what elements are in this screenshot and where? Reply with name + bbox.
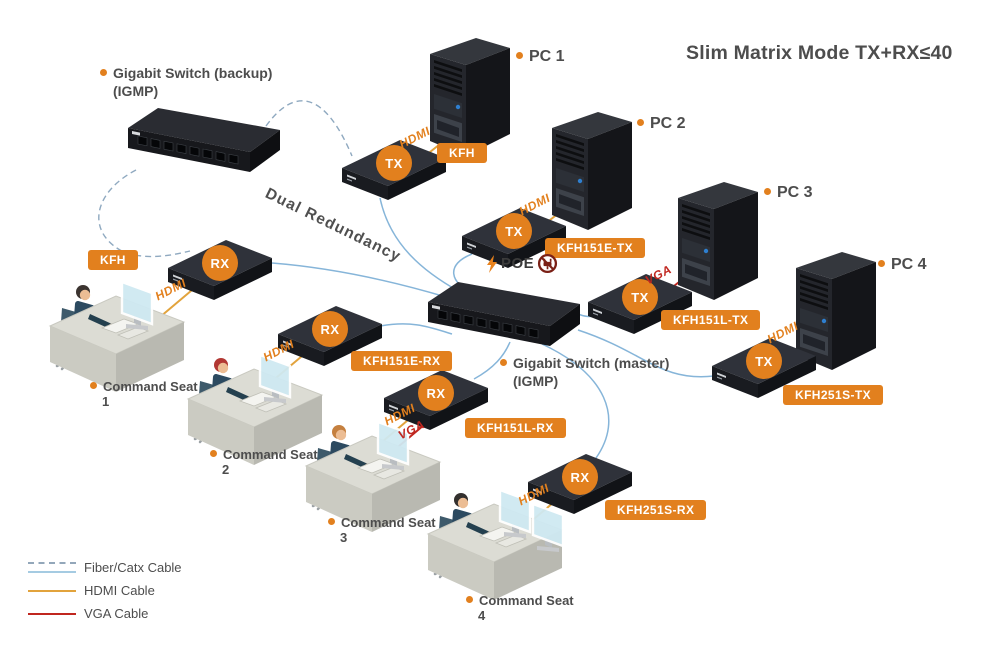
tx3-circle: TX xyxy=(622,279,658,315)
hdmi-cable-swatch xyxy=(28,589,76,592)
bullet-icon xyxy=(466,596,473,603)
bullet-icon xyxy=(878,260,885,267)
backup-switch-device xyxy=(127,107,281,173)
legend-item-vga: VGA Cable xyxy=(28,606,182,621)
bullet-icon xyxy=(328,518,335,525)
pc4-tower xyxy=(796,252,876,370)
bullet-icon xyxy=(210,450,217,457)
cable-catx-master-rx4 xyxy=(541,343,610,459)
diagram-title: Slim Matrix Mode TX+RX≤40 xyxy=(686,42,953,64)
rx1-circle: RX xyxy=(202,245,238,281)
tx4-circle: TX xyxy=(746,343,782,379)
poe-label: POE xyxy=(501,255,535,272)
bullet-icon xyxy=(516,52,523,59)
pc1-tower xyxy=(430,38,510,156)
tx1-circle: TX xyxy=(376,145,412,181)
bullet-icon xyxy=(90,382,97,389)
rx4-model-badge: KFH251S-RX xyxy=(605,500,707,520)
cable-catx-rx1-master xyxy=(271,262,447,298)
rx3-circle: RX xyxy=(418,375,454,411)
seat1-label: Command Seat 1 xyxy=(90,379,198,409)
master-switch-device xyxy=(427,281,581,347)
cable-fiber-backup-to-tx1 xyxy=(265,100,353,157)
bullet-icon xyxy=(764,188,771,195)
pc1-label: PC 1 xyxy=(516,48,565,66)
rx4-circle: RX xyxy=(562,459,598,495)
no-power-adapter-icon xyxy=(538,253,558,274)
pc3-tower xyxy=(678,182,758,300)
fiber-cable-swatch xyxy=(28,562,76,573)
tx4-model-badge: KFH251S-TX xyxy=(783,385,884,405)
rx2-model-badge: KFH151E-RX xyxy=(351,351,453,371)
seat4-label: Command Seat 4 xyxy=(466,593,574,623)
poe-annotation: POE xyxy=(486,253,558,274)
bullet-icon xyxy=(500,359,507,366)
bullet-icon xyxy=(637,119,644,126)
legend-item-hdmi: HDMI Cable xyxy=(28,583,182,598)
bullet-icon xyxy=(100,69,107,76)
tx1-model-badge: KFH xyxy=(437,143,487,163)
rx2-circle: RX xyxy=(312,311,348,347)
lightning-icon xyxy=(487,254,497,273)
pc3-label: PC 3 xyxy=(764,184,813,202)
pc2-tower xyxy=(552,112,632,230)
master-switch-label: Gigabit Switch (master) (IGMP) xyxy=(500,354,669,390)
cable-catx-tx1-master xyxy=(379,197,461,293)
tx2-circle: TX xyxy=(496,213,532,249)
backup-switch-label: Gigabit Switch (backup) (IGMP) xyxy=(100,64,272,100)
vga-cable-swatch xyxy=(28,612,76,615)
legend-item-fiber: Fiber/Catx Cable xyxy=(28,560,182,575)
tx3-model-badge: KFH151L-TX xyxy=(661,310,761,330)
cable-catx-master-tx4 xyxy=(577,329,715,378)
cable-catx-rx3-master xyxy=(473,341,511,380)
seat3-label: Command Seat 3 xyxy=(328,515,436,545)
rx3-model-badge: KFH151L-RX xyxy=(465,418,566,438)
legend: Fiber/Catx Cable HDMI Cable VGA Cable xyxy=(28,560,182,629)
cable-fiber-backup-to-rx1 xyxy=(98,169,191,258)
rx1-model-badge: KFH xyxy=(88,250,138,270)
tx2-model-badge: KFH151E-TX xyxy=(545,238,646,258)
cable-catx-rx2-master xyxy=(379,323,453,335)
pc4-label: PC 4 xyxy=(878,256,927,274)
pc2-label: PC 2 xyxy=(637,115,686,133)
seat2-label: Command Seat 2 xyxy=(210,447,318,477)
